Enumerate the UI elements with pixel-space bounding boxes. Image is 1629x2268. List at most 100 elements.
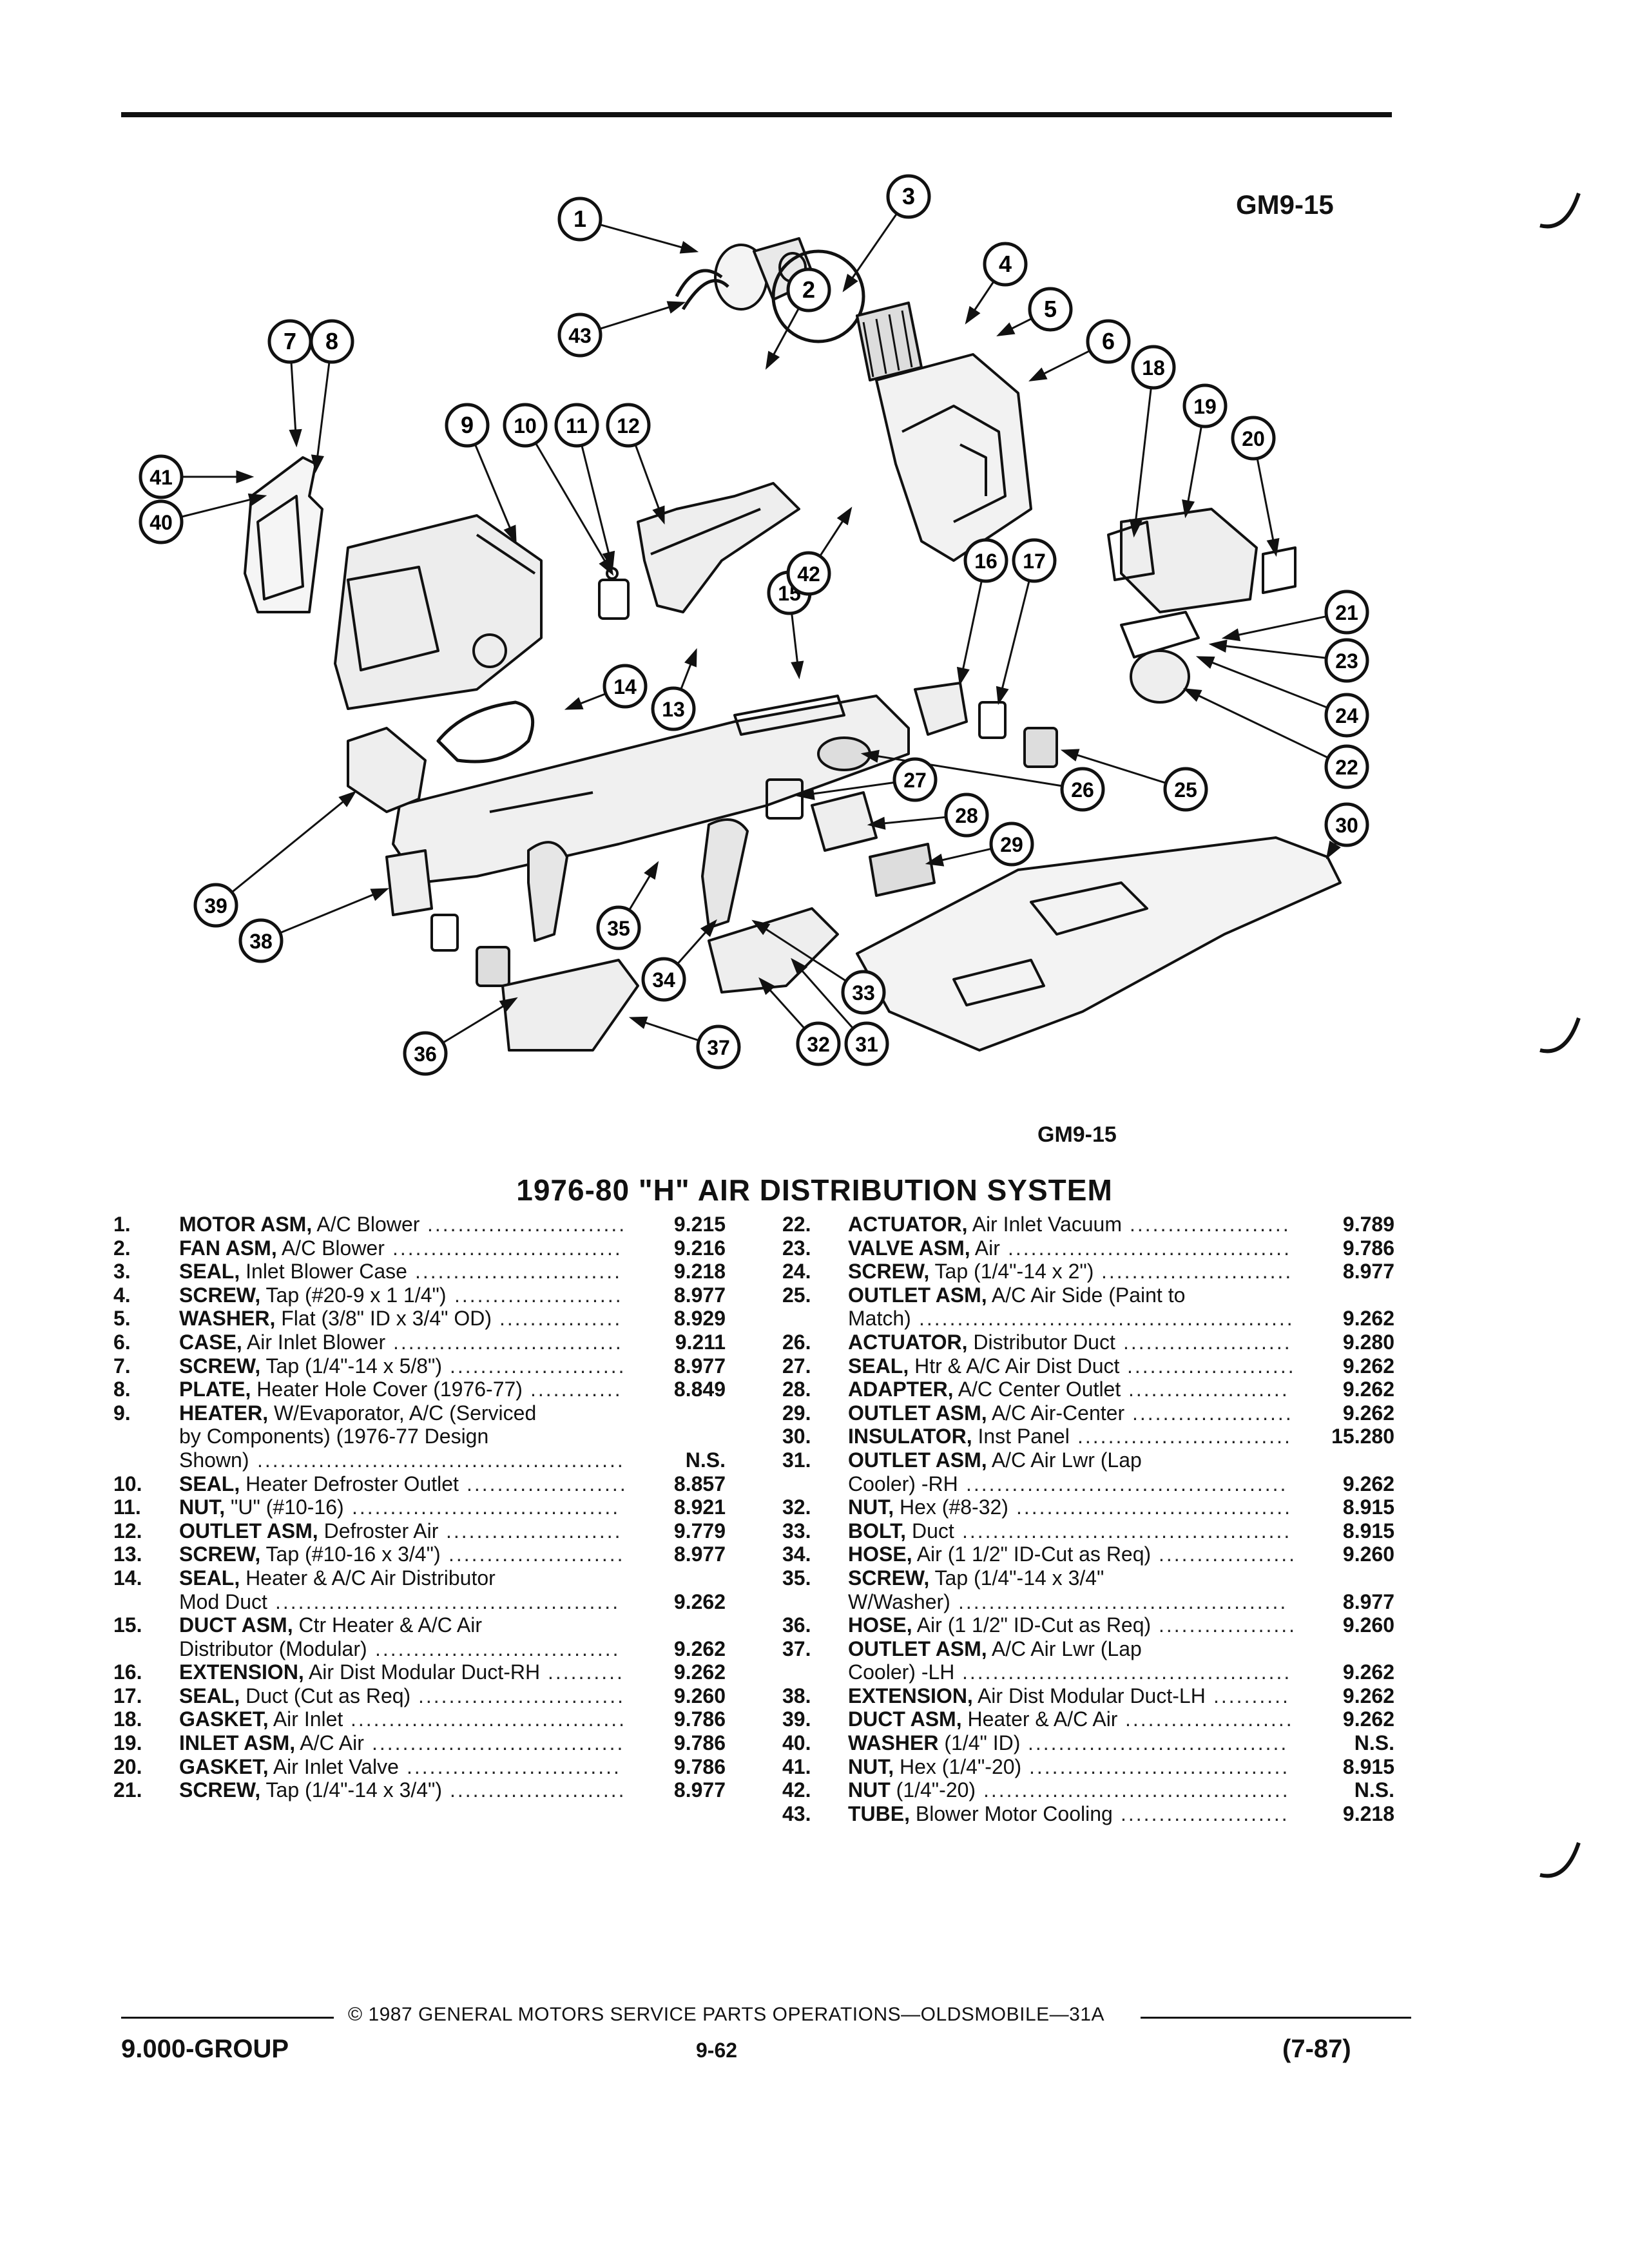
part-number: 26. [782, 1330, 811, 1354]
part-name: WASHER [848, 1731, 939, 1755]
callout-number: 39 [204, 894, 227, 918]
callout-12: 12 [606, 403, 651, 448]
part-row: 24.SCREW, Tap (1/4"-14 x 2")8.977.......… [782, 1260, 1394, 1283]
callout-leader-line [534, 442, 613, 574]
part-number: 9. [113, 1401, 131, 1425]
part-name: INSULATOR, [848, 1425, 972, 1448]
part-detail: by Components) (1976-77 Design [179, 1425, 489, 1448]
part-description: EXTENSION, Air Dist Modular Duct-LH [848, 1684, 1206, 1708]
part-description: FAN ASM, A/C Blower [179, 1236, 385, 1260]
group-number: 9.786 [673, 1754, 726, 1778]
part-number: 31. [782, 1448, 811, 1472]
leader-dots: ........................................… [257, 1448, 625, 1472]
callout-16: 16 [963, 538, 1008, 583]
part-row: 17.SEAL, Duct (Cut as Req)9.260.........… [113, 1684, 726, 1708]
part-row: Match)9.262.............................… [782, 1307, 1394, 1331]
part-description: ACTUATOR, Distributor Duct [848, 1331, 1115, 1354]
part-number: 8. [113, 1378, 131, 1401]
leader-dots: ...................... [1121, 1802, 1289, 1825]
callout-arrowhead [503, 524, 517, 544]
part-name: GASKET, [179, 1707, 269, 1731]
cooling-tube-part [675, 269, 729, 311]
top-rule [121, 112, 1392, 117]
part-row: 14.SEAL, Heater & A/C Air Distributor [113, 1566, 726, 1590]
part-detail: "U" (#10-16) [231, 1495, 344, 1519]
callout-arrowhead [1028, 367, 1048, 381]
leader-dots: .................. [1159, 1613, 1297, 1637]
part-name: SEAL, [179, 1472, 240, 1495]
callout-number: 9 [461, 412, 474, 438]
part-description: TUBE, Blower Motor Cooling [848, 1802, 1113, 1826]
callout-number: 41 [149, 466, 173, 489]
part-detail: Tap (1/4"-14 x 3/4" [934, 1566, 1104, 1590]
group-number: 8.915 [1342, 1519, 1394, 1542]
defroster-outlet-part [637, 482, 800, 613]
seal-ring-part [436, 700, 535, 764]
group-number: 9.262 [1342, 1378, 1394, 1401]
part-row: 9.HEATER, W/Evaporator, A/C (Serviced [113, 1401, 726, 1425]
group-number: 8.915 [1342, 1754, 1394, 1778]
group-number: 9.211 [675, 1330, 726, 1354]
callout-1: 1 [557, 197, 602, 242]
part-name: ACTUATOR, [848, 1213, 968, 1236]
callout-arrowhead [1060, 749, 1080, 762]
group-number: 8.915 [1342, 1495, 1394, 1519]
part-row: 15.DUCT ASM, Ctr Heater & A/C Air [113, 1613, 726, 1637]
part-name: MOTOR ASM, [179, 1213, 313, 1236]
group-number: 9.262 [1342, 1684, 1394, 1707]
part-detail: Cooler) -RH [848, 1472, 958, 1495]
part-description: NUT, Hex (#8-32) [848, 1495, 1008, 1519]
callout-arrowhead [765, 351, 780, 370]
part-description: SEAL, Htr & A/C Air Dist Duct [848, 1354, 1119, 1378]
callout-leader-line [280, 888, 387, 934]
heater-evaporator-part [334, 514, 543, 710]
part-number: 19. [113, 1731, 142, 1755]
callout-circle [238, 918, 284, 963]
group-number: 9.262 [1342, 1401, 1394, 1425]
part-description: NUT (1/4"-20) [848, 1778, 976, 1802]
part-detail: Air (1 1/2" ID-Cut as Req) [916, 1613, 1152, 1637]
part-name: ACTUATOR, [848, 1330, 968, 1354]
group-number: 9.779 [673, 1519, 726, 1542]
part-row: 25.OUTLET ASM, A/C Air Side (Paint to [782, 1283, 1394, 1307]
part-number: 16. [113, 1660, 142, 1684]
binding-mark-3 [1539, 1842, 1581, 1878]
part-name: EXTENSION, [848, 1684, 973, 1707]
callout-arrowhead [758, 977, 776, 995]
callout-number: 32 [807, 1033, 830, 1056]
callout-leader-line [1063, 749, 1166, 784]
callout-number: 33 [852, 981, 875, 1004]
callout-number: 13 [662, 698, 685, 721]
part-name: CASE, [179, 1330, 242, 1354]
group-number: 8.977 [1342, 1260, 1394, 1283]
callout-34: 34 [641, 957, 686, 1002]
callout-arrowhead [679, 240, 699, 254]
callout-circle [989, 822, 1034, 867]
callout-36: 36 [403, 1031, 448, 1076]
callout-26: 26 [1060, 767, 1105, 812]
part-row: 42.NUT (1/4"-20)N.S.....................… [782, 1778, 1394, 1802]
leader-dots: ..................... [467, 1472, 628, 1495]
callout-circle [445, 403, 490, 448]
part-description: VALVE ASM, Air [848, 1236, 1000, 1260]
part-description: ACTUATOR, Air Inlet Vacuum [848, 1213, 1122, 1236]
callout-arrowhead [311, 454, 324, 474]
part-name: NUT [848, 1778, 891, 1802]
part-detail: Duct [911, 1519, 954, 1542]
part-number: 17. [113, 1684, 142, 1707]
part-name: SEAL, [179, 1260, 240, 1283]
part-detail: Hex (1/4"-20) [900, 1754, 1022, 1778]
callout-23: 23 [1324, 638, 1369, 683]
callout-18: 18 [1131, 345, 1176, 390]
part-description: OUTLET ASM, A/C Air-Center [848, 1401, 1124, 1425]
part-detail: Flat (3/8" ID x 3/4" OD) [281, 1307, 492, 1331]
callout-leader-line [863, 753, 1063, 787]
callout-circle [1231, 416, 1276, 461]
part-detail: Heater Hole Cover (1976-77) [256, 1378, 523, 1401]
